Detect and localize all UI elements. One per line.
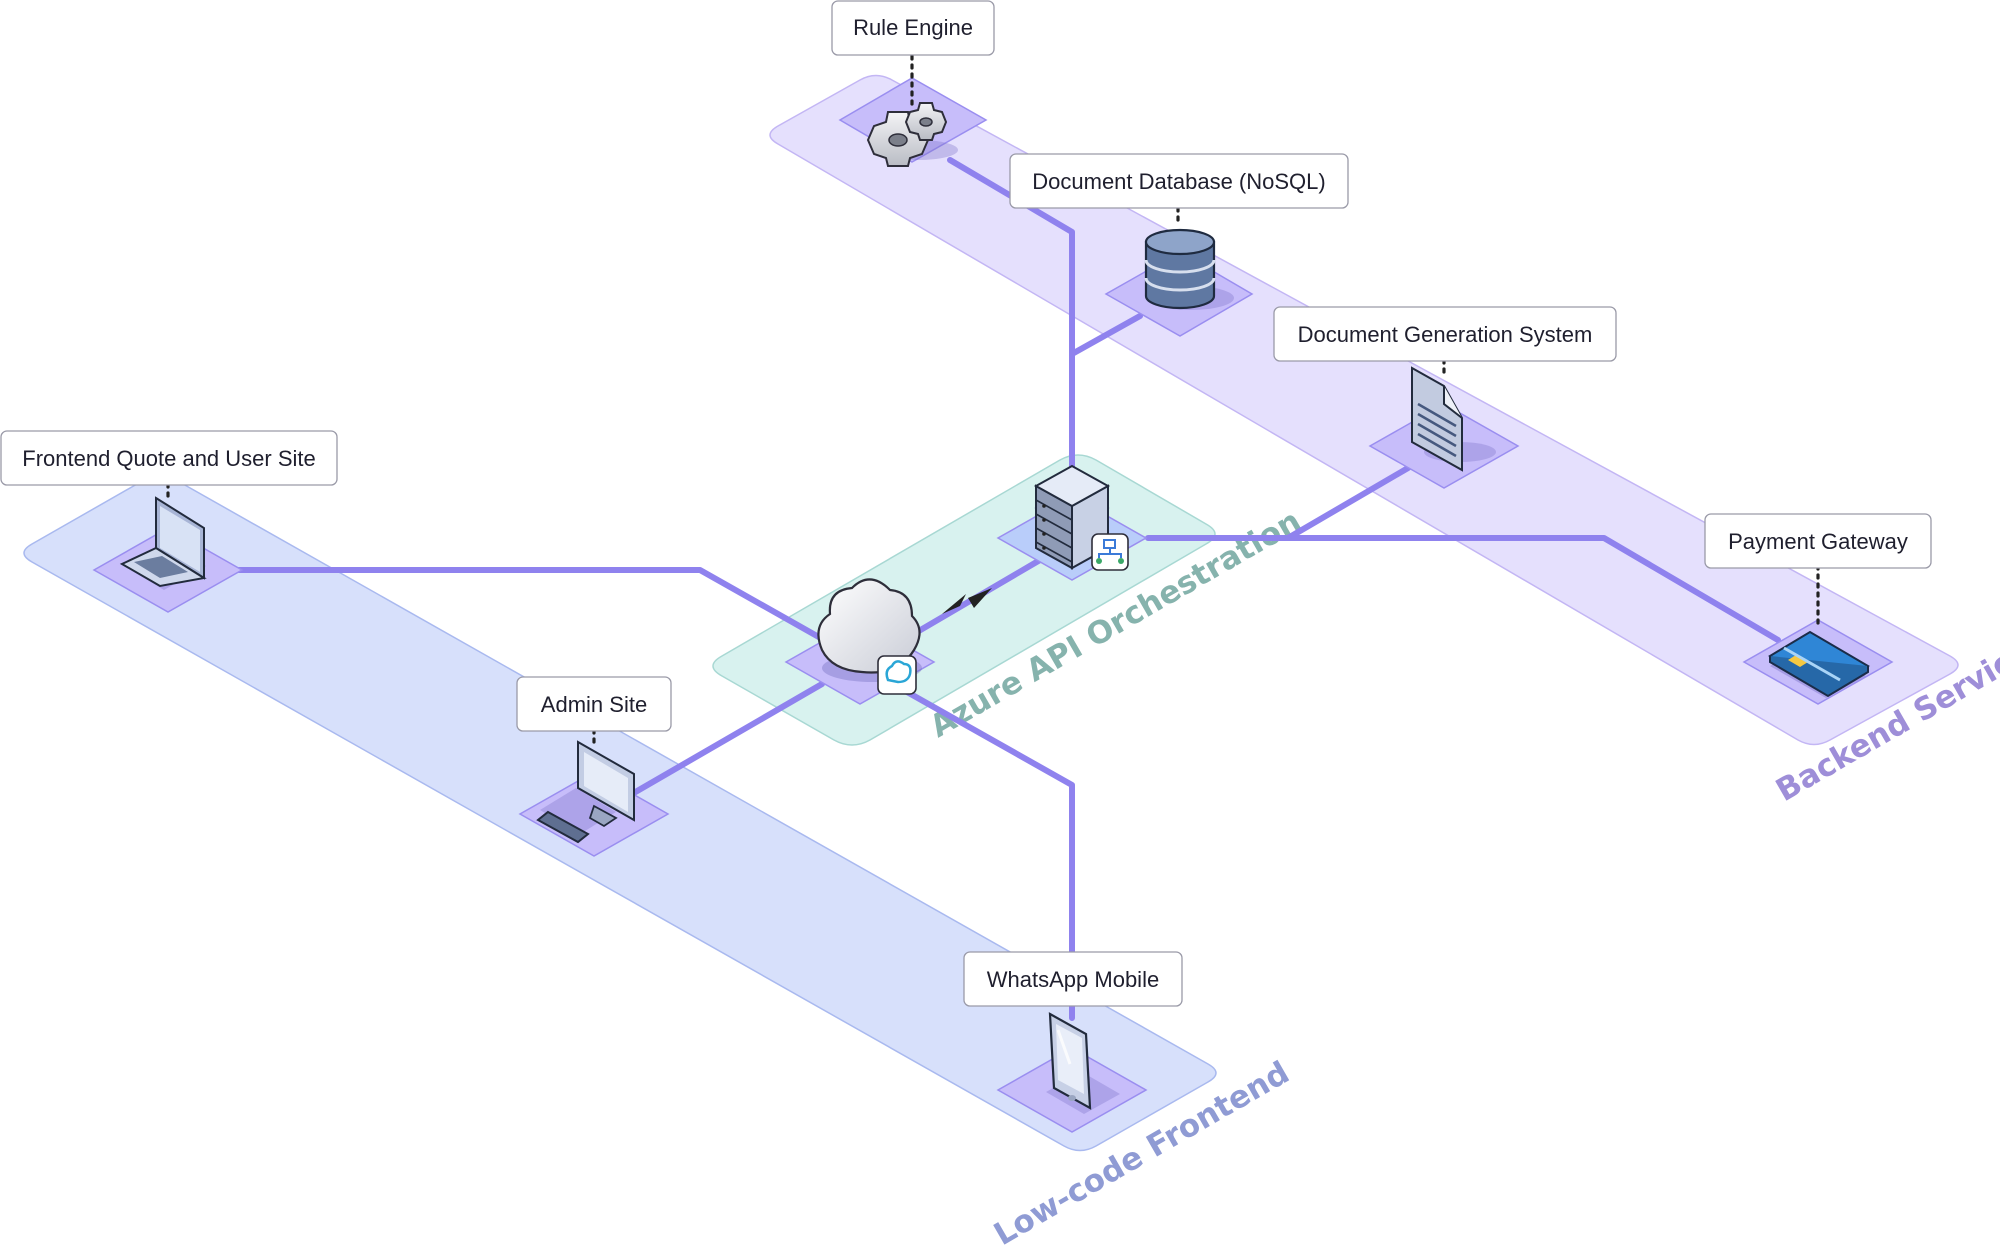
callout-rule-engine[interactable]: Rule Engine xyxy=(831,0,995,56)
link-frontend-to-gateway xyxy=(235,567,859,661)
callout-payment-gateway[interactable]: Payment Gateway xyxy=(1704,513,1932,569)
link-admin-to-gateway xyxy=(629,681,825,797)
database-icon xyxy=(1144,228,1234,310)
link-rule-engine-to-orchestrator xyxy=(947,157,1075,473)
label-document-database: Document Database (NoSQL) xyxy=(1032,169,1325,194)
label-payment-gateway: Payment Gateway xyxy=(1728,529,1908,554)
leader-lines xyxy=(166,54,1820,748)
arrow-to-gateway xyxy=(942,594,966,614)
link-database-to-orchestrator xyxy=(1069,313,1143,357)
link-payment-to-orchestrator xyxy=(1285,535,1781,643)
link-whatsapp-to-gateway xyxy=(897,685,1075,1021)
backend-service-zone xyxy=(769,74,1959,746)
cloud-icon xyxy=(817,578,922,695)
label-document-generation: Document Generation System xyxy=(1298,322,1593,347)
arrow-to-orchestrator xyxy=(968,588,992,608)
document-icon xyxy=(1411,366,1496,472)
label-whatsapp: WhatsApp Mobile xyxy=(987,967,1159,992)
callout-admin-site[interactable]: Admin Site xyxy=(516,676,672,732)
smartphone-icon xyxy=(1046,1012,1120,1114)
gears-icon xyxy=(866,102,958,167)
callout-whatsapp[interactable]: WhatsApp Mobile xyxy=(963,951,1183,1007)
credit-card-icon xyxy=(1768,630,1870,698)
callout-document-database[interactable]: Document Database (NoSQL) xyxy=(1009,153,1349,209)
laptop-icon xyxy=(119,496,207,590)
callout-frontend-site[interactable]: Frontend Quote and User Site xyxy=(0,430,338,486)
label-frontend-site: Frontend Quote and User Site xyxy=(22,446,316,471)
callout-document-generation[interactable]: Document Generation System xyxy=(1273,306,1617,362)
label-rule-engine: Rule Engine xyxy=(853,15,973,40)
desktop-computer-icon xyxy=(536,740,635,844)
label-admin-site: Admin Site xyxy=(541,692,647,717)
connections xyxy=(235,157,1781,1021)
server-icon xyxy=(1033,464,1129,571)
